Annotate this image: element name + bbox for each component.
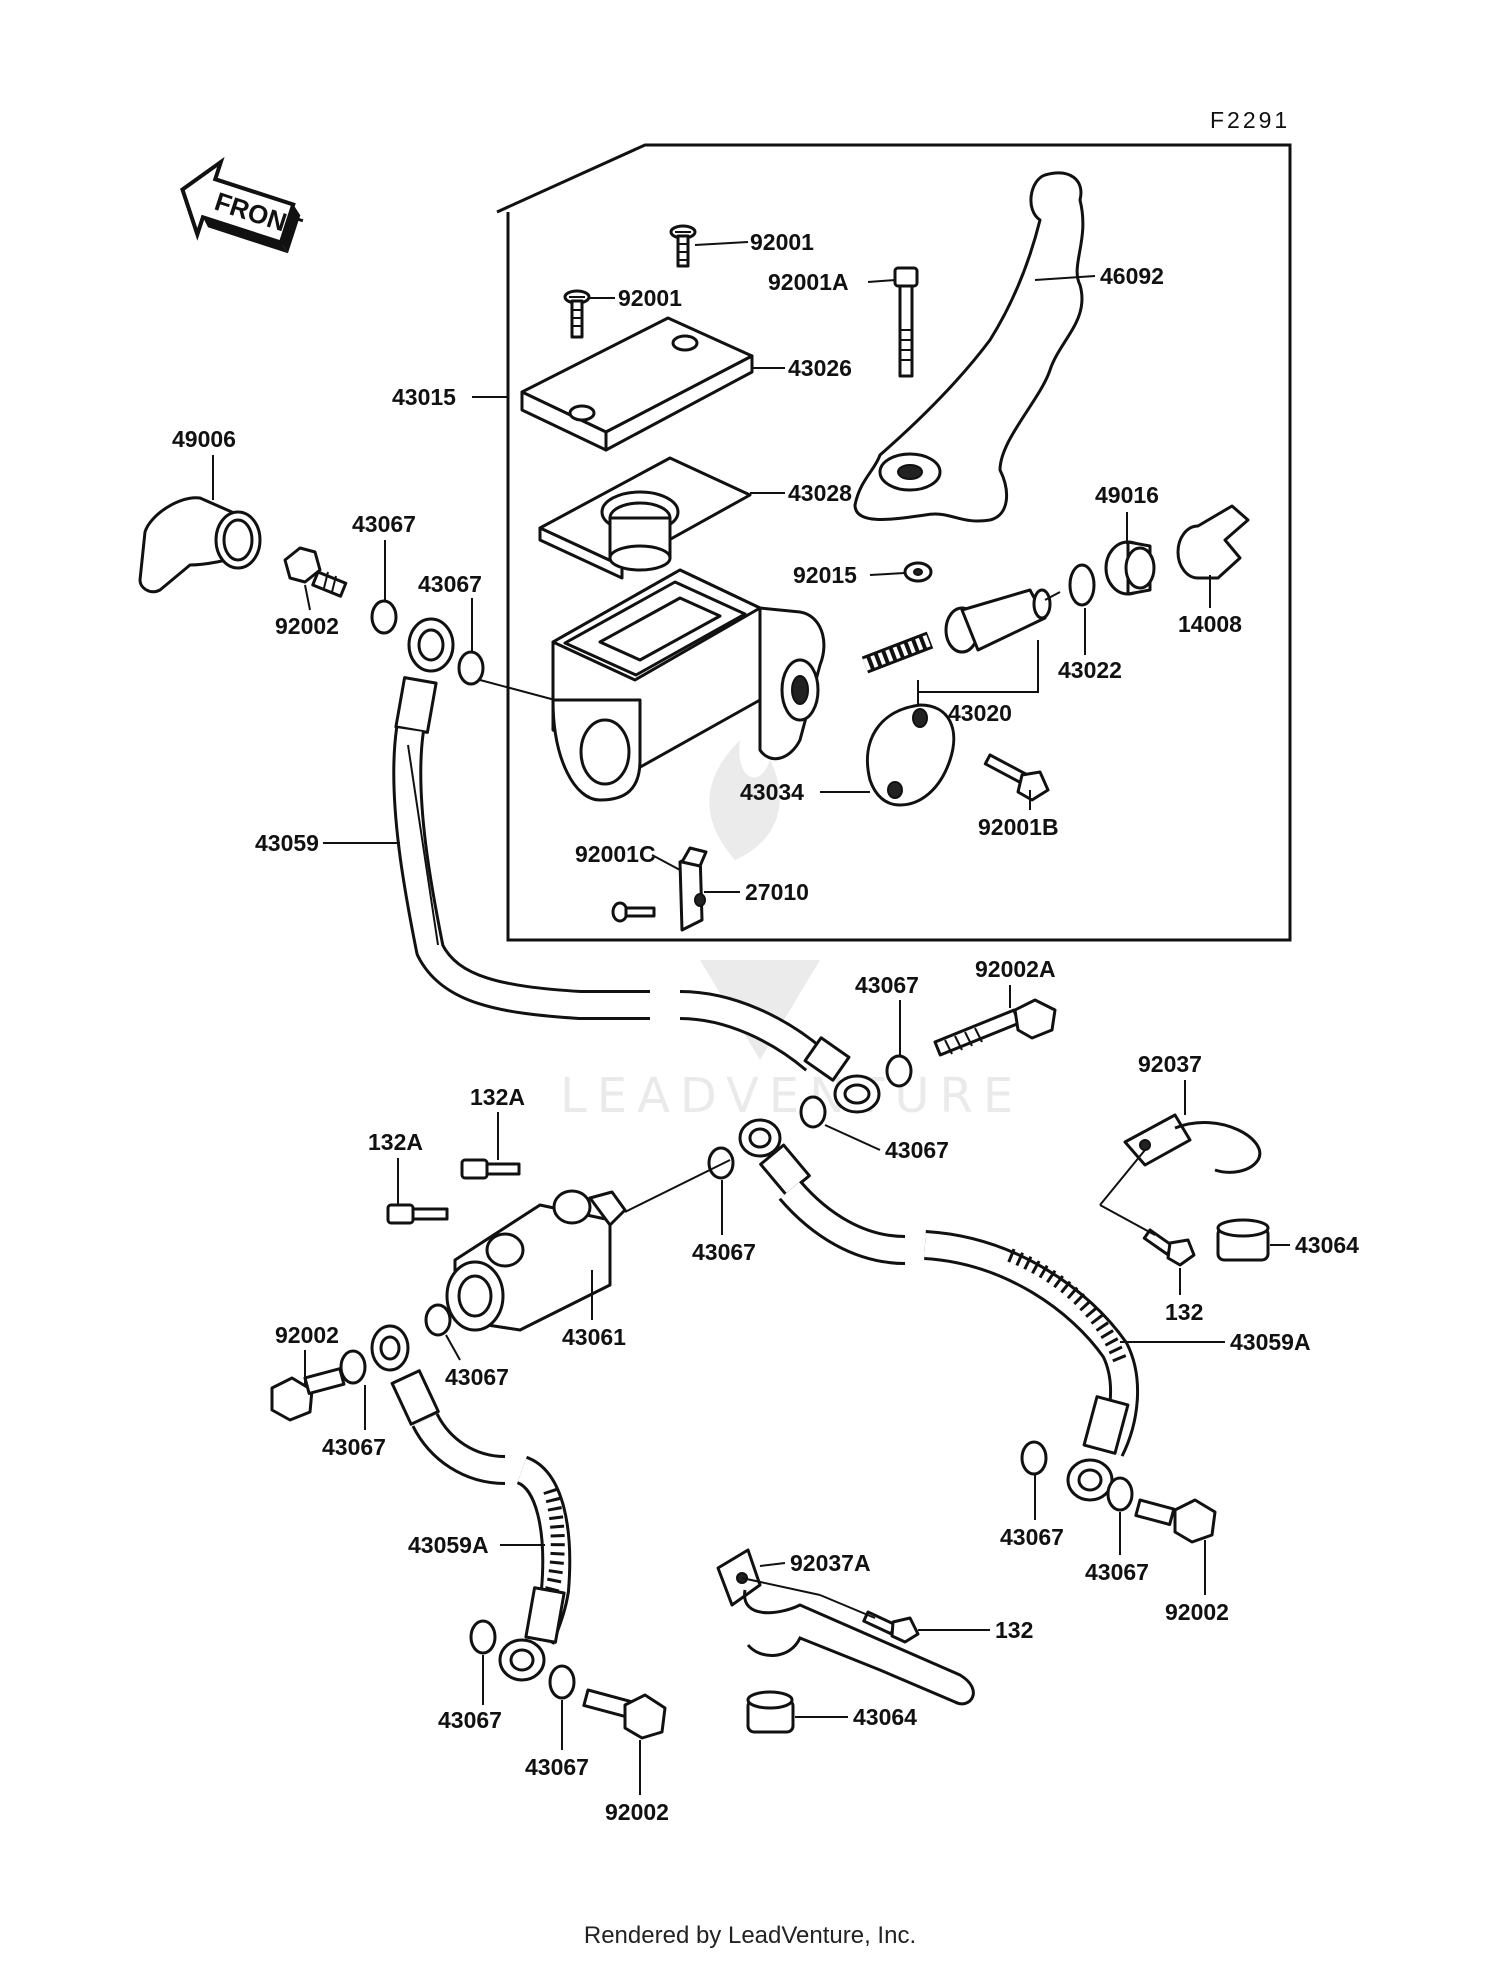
washer-43067-h	[1106, 1476, 1134, 1512]
bolt-132A-b	[386, 1203, 449, 1225]
brake-lever-46092	[853, 171, 1085, 523]
callout-132A-b: 132A	[368, 1129, 423, 1155]
callout-92001A: 92001A	[768, 269, 849, 295]
washer-43067-g	[1020, 1440, 1048, 1476]
callout-43064-b: 43064	[853, 1704, 917, 1730]
master-cylinder-body	[551, 568, 826, 802]
front-arrow-icon: FRONT	[180, 156, 306, 254]
callout-49016: 49016	[1095, 482, 1159, 508]
callout-92001-top: 92001	[750, 229, 814, 255]
banjo-bolt-92002-b	[270, 1367, 346, 1422]
brake-switch-27010	[678, 846, 708, 932]
banjo-bolt-92002-c	[1134, 1498, 1217, 1544]
brake-hose-43059A-right	[738, 1118, 1139, 1502]
bolt-132-b	[862, 1610, 920, 1644]
dust-cover-14008	[1176, 504, 1250, 580]
callout-92037A: 92037A	[790, 1550, 871, 1576]
callout-43020: 43020	[948, 700, 1012, 726]
footer-credit: Rendered by LeadVenture, Inc.	[583, 1922, 917, 1949]
reservoir-cap-43026	[520, 316, 754, 452]
callout-43026: 43026	[788, 355, 852, 381]
pivot-bolt-92001A	[893, 266, 919, 378]
callout-92002-d: 92002	[605, 1799, 669, 1825]
leader-lines	[212, 241, 1290, 1795]
callout-92002A: 92002A	[975, 956, 1056, 982]
callout-43067-b: 43067	[418, 571, 482, 597]
washer-43067-i	[339, 1349, 367, 1385]
washer-43067-b	[457, 650, 485, 686]
callout-132-b: 132	[995, 1617, 1033, 1643]
washer-43022	[1068, 563, 1096, 607]
clamp-bolt-92001B	[983, 753, 1050, 802]
callout-43061: 43061	[562, 1324, 626, 1350]
callout-92002-b: 92002	[275, 1322, 339, 1348]
piston-spring-43020	[861, 631, 934, 674]
callout-92002-a: 92002	[275, 613, 339, 639]
callout-92015: 92015	[793, 562, 857, 588]
washer-43067-k	[548, 1664, 576, 1700]
callout-132A-a: 132A	[470, 1084, 525, 1110]
banjo-bolt-92002A	[933, 998, 1057, 1057]
callout-27010: 27010	[745, 879, 809, 905]
callout-43034: 43034	[740, 779, 804, 805]
boot-49016	[1104, 540, 1156, 596]
banjo-bolt-92002-d	[582, 1688, 667, 1740]
callout-43067-a: 43067	[352, 511, 416, 537]
callout-43067-h: 43067	[1085, 1559, 1149, 1585]
banjo-bolt-92002-a	[283, 546, 348, 598]
brake-hose-43059A-left	[370, 1324, 572, 1682]
callout-43067-d: 43067	[885, 1137, 949, 1163]
callout-92037: 92037	[1138, 1051, 1202, 1077]
callout-43028: 43028	[788, 480, 852, 506]
screw-92001-top	[669, 224, 697, 268]
callout-43067-j: 43067	[438, 1707, 502, 1733]
grommet-43064-b	[746, 1690, 795, 1734]
callout-43067-f: 43067	[445, 1364, 509, 1390]
callout-43067-k: 43067	[525, 1754, 589, 1780]
screw-92001C	[611, 901, 656, 923]
bolt-132A-a	[460, 1158, 521, 1180]
callout-43067-i: 43067	[322, 1434, 386, 1460]
callout-43064-a: 43064	[1295, 1232, 1359, 1258]
figure-id: F2291	[1210, 107, 1290, 133]
brake-hose-43059	[392, 617, 881, 1114]
callout-14008: 14008	[1178, 611, 1242, 637]
callout-132-a: 132	[1165, 1299, 1203, 1325]
callout-43059A-a: 43059A	[1230, 1329, 1311, 1355]
bracket-92037	[1123, 1113, 1262, 1174]
washer-43067-e	[707, 1146, 735, 1180]
diaphragm-43028	[538, 456, 752, 580]
callout-43015: 43015	[392, 384, 456, 410]
washer-43067-c	[885, 1054, 913, 1088]
callout-92001-mid: 92001	[618, 285, 682, 311]
screw-92001-mid	[563, 289, 591, 339]
callout-49006: 49006	[172, 426, 236, 452]
washer-43067-a	[370, 599, 398, 635]
callout-92001C: 92001C	[575, 841, 656, 867]
callout-43059: 43059	[255, 830, 319, 856]
callout-43059A-b: 43059A	[408, 1532, 489, 1558]
washer-43067-f	[424, 1303, 452, 1337]
callout-43067-e: 43067	[692, 1239, 756, 1265]
callout-labels: 92001 92001 92001A 46092 43015 43026 430…	[172, 229, 1359, 1825]
grommet-43064-a	[1216, 1218, 1270, 1262]
bolt-132-a	[1142, 1228, 1196, 1267]
piston-43020	[944, 588, 1061, 654]
callout-43022: 43022	[1058, 657, 1122, 683]
callout-92002-c: 92002	[1165, 1599, 1229, 1625]
washer-43067-j	[469, 1619, 497, 1655]
watermark-text: LEADVENTURE	[560, 1068, 1023, 1124]
bracket-92037A	[716, 1548, 975, 1706]
callout-92001B: 92001B	[978, 814, 1059, 840]
callout-46092: 46092	[1100, 263, 1164, 289]
callout-43067-g: 43067	[1000, 1524, 1064, 1550]
nut-92015	[903, 561, 933, 583]
three-way-joint-43061	[445, 1189, 627, 1332]
cap-49006	[138, 496, 262, 594]
assembly-frame	[496, 143, 1292, 942]
callout-43067-c: 43067	[855, 972, 919, 998]
clamp-43034	[865, 703, 956, 807]
washer-43067-d	[799, 1095, 827, 1129]
